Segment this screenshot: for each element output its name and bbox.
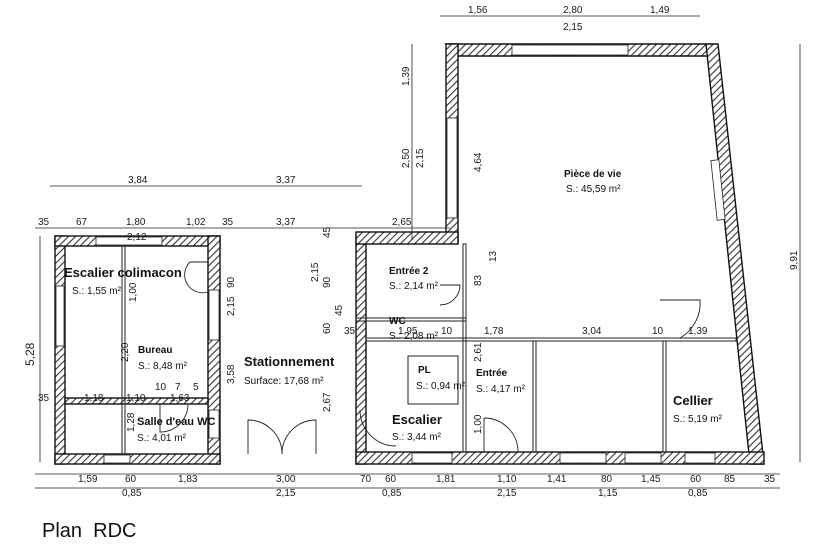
room-area-wc: S.: 2,08 m² — [389, 331, 439, 342]
room-area-entree: S.: 4,17 m² — [476, 384, 526, 395]
dim-bottom2-4: 2,15 — [497, 488, 517, 499]
room-area-bureau: S.: 8,48 m² — [138, 361, 188, 372]
dim-left-inner-v-2: 2,20 — [120, 342, 131, 362]
dim-bureau-row-3: 1,10 — [126, 393, 146, 404]
dim-bottom1-3: 1,83 — [178, 474, 198, 485]
dim-inner-top-5: 35 — [222, 217, 234, 228]
dim-left-inner-v-1: 1,00 — [128, 282, 139, 302]
dim-center-v-2: 2,50 — [401, 148, 412, 168]
dim-center-v-3: 2,15 — [415, 148, 426, 168]
dim-mid-2: 1,95 — [398, 326, 418, 337]
dim-bottom2-2: 2,15 — [276, 488, 296, 499]
dim-park-v-3: 2,15 — [310, 262, 321, 282]
dim-upper-left-1: 3,84 — [128, 175, 148, 186]
dim-entree-v: 1,00 — [473, 414, 484, 434]
room-name-wc: WC — [389, 316, 406, 327]
dim-bottom1-1: 1,59 — [78, 474, 98, 485]
dim-inner-top-3: 1,80 — [126, 217, 146, 228]
dim-top-3: 1,49 — [650, 5, 670, 16]
room-area-cellier: S.: 5,19 m² — [673, 414, 723, 425]
dim-inner-top-7: 3,37 — [276, 217, 296, 228]
room-name-pl: PL — [418, 365, 431, 376]
walls — [54, 43, 765, 465]
dim-mid-3: 10 — [441, 326, 453, 337]
room-name-bureau: Bureau — [138, 345, 172, 356]
dim-park-v-4: 45 — [334, 304, 345, 316]
dim-center-v-6: 83 — [473, 274, 484, 286]
dim-bottom1-13: 85 — [724, 474, 736, 485]
room-area-entree2: S.: 2,14 m² — [389, 281, 439, 292]
dim-bottom1-11: 1,45 — [641, 474, 661, 485]
dim-top-2: 2,80 — [563, 5, 583, 16]
dim-inner-top-1: 35 — [38, 217, 50, 228]
dim-park-v-5: 60 — [322, 322, 333, 334]
room-area-pl: S.: 0,94 m² — [416, 381, 466, 392]
dim-center-v-7: 2,61 — [473, 342, 484, 362]
dim-center-v-5: 13 — [488, 250, 499, 262]
dim-center-v-4: 4,64 — [473, 152, 484, 172]
dim-left-inner-v-6: 3,58 — [226, 364, 237, 384]
dim-bottom1-5: 70 — [360, 474, 372, 485]
dim-mid-1: 35 — [344, 326, 356, 337]
room-name-piece-de-vie: Pièce de vie — [564, 169, 622, 180]
room-area-escalier-colimacon: S.: 1,55 m² — [72, 286, 122, 297]
dim-park-v-2: 90 — [322, 276, 333, 288]
dim-bureau-row-7: 5 — [193, 382, 199, 393]
dim-bottom1-12: 60 — [690, 474, 702, 485]
room-name-entree2: Entrée 2 — [389, 266, 429, 277]
dim-bottom1-7: 1,81 — [436, 474, 456, 485]
dim-inner-top-8: 2,65 — [392, 217, 412, 228]
windows — [55, 44, 726, 464]
room-name-salle-eau-wc: Salle d'eau WC — [137, 416, 215, 428]
dim-bottom1-14: 35 — [764, 474, 776, 485]
dim-park-v-1: 45 — [322, 226, 333, 238]
dim-bottom1-6: 60 — [385, 474, 397, 485]
dim-park-v-6: 2,67 — [322, 392, 333, 412]
dimension-lines — [35, 15, 801, 489]
dim-left-vertical: 5,28 — [23, 342, 37, 366]
dim-mid-6: 10 — [652, 326, 664, 337]
dim-bottom2-1: 0,85 — [122, 488, 142, 499]
dim-bottom1-10: 80 — [601, 474, 613, 485]
dim-bureau-row-6: 7 — [175, 382, 181, 393]
dim-inner-top-6: 2,12 — [127, 232, 147, 243]
dim-top-4: 2,15 — [563, 22, 583, 33]
dim-bottom1-2: 60 — [125, 474, 137, 485]
doors — [159, 261, 701, 455]
dim-bureau-row-1: 35 — [38, 393, 50, 404]
dim-bottom2-5: 1,15 — [598, 488, 618, 499]
room-area-piece-de-vie: S.: 45,59 m² — [566, 184, 621, 195]
room-name-stationnement: Stationnement — [244, 354, 335, 369]
dim-bottom1-4: 3,00 — [276, 474, 296, 485]
dim-bureau-row-4: 1,63 — [170, 393, 190, 404]
dim-right-vertical: 9,91 — [789, 250, 800, 270]
dim-left-inner-v-4: 90 — [226, 276, 237, 288]
dim-mid-7: 1,39 — [688, 326, 708, 337]
room-area-escalier: S.: 3,44 m² — [392, 432, 442, 443]
dim-center-v-1: 1,39 — [401, 66, 412, 86]
dim-bureau-row-5: 10 — [155, 382, 167, 393]
dim-inner-top-2: 67 — [76, 217, 88, 228]
dim-mid-4: 1,78 — [484, 326, 504, 337]
dim-upper-left-2: 3,37 — [276, 175, 296, 186]
room-area-stationnement: Surface: 17,68 m² — [244, 376, 324, 387]
room-name-entree: Entrée — [476, 368, 508, 379]
dim-inner-top-4: 1,02 — [186, 217, 206, 228]
dim-bottom2-3: 0,85 — [382, 488, 402, 499]
dim-bottom1-9: 1,41 — [547, 474, 567, 485]
dim-left-inner-v-3: 1,28 — [126, 412, 137, 432]
room-area-salle-eau-wc: S.: 4,01 m² — [137, 433, 187, 444]
dim-top-1: 1,56 — [468, 5, 488, 16]
dim-bottom1-8: 1,10 — [497, 474, 517, 485]
plan-title: Plan RDC — [42, 520, 136, 542]
dim-left-inner-v-5: 2,15 — [226, 296, 237, 316]
room-name-cellier: Cellier — [673, 393, 713, 408]
room-name-escalier: Escalier — [392, 412, 442, 427]
room-name-escalier-colimacon: Escalier colimacon — [64, 265, 182, 280]
dim-mid-5: 3,04 — [582, 326, 602, 337]
dim-bottom2-6: 0,85 — [688, 488, 708, 499]
dim-bureau-row-2: 1,18 — [84, 393, 104, 404]
